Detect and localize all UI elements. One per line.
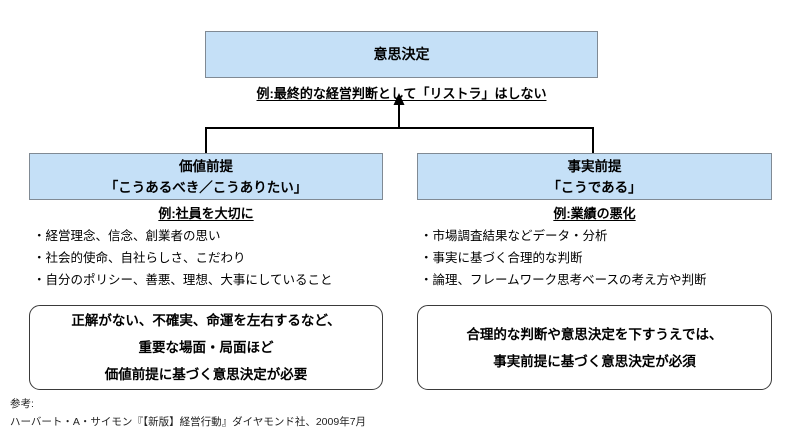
value-premise-summary-box: 正解がない、不確実、命運を左右するなど、 重要な場面・局面ほど 価値前提に基づく… — [29, 305, 383, 390]
bullet-item: ・市場調査結果などデータ・分析 — [420, 229, 608, 243]
value-premise-box: 価値前提 「こうあるべき／こうありたい」 — [29, 153, 383, 200]
summary-line: 重要な場面・局面ほど — [138, 340, 274, 355]
reference-citation: ハーバート・A・サイモン『【新版】経営行動』ダイヤモンド社、2009年7月 — [10, 416, 367, 428]
reference-label: 参考: — [10, 398, 34, 410]
summary-line: 正解がない、不確実、命運を左右するなど、 — [71, 313, 341, 328]
summary-line: 合理的な判断や意思決定を下すうえでは、 — [466, 326, 723, 342]
bullet-item: ・経営理念、信念、創業者の思い — [33, 229, 221, 243]
fact-premise-subtitle: 「こうである」 — [547, 179, 642, 195]
fact-premise-bullets: ・市場調査結果などデータ・分析 ・事実に基づく合理的な判断 ・論理、フレームワー… — [420, 225, 707, 291]
summary-line: 価値前提に基づく意思決定が必要 — [104, 367, 308, 382]
bullet-item: ・事実に基づく合理的な判断 — [420, 251, 583, 265]
fact-premise-box: 事実前提 「こうである」 — [417, 153, 772, 200]
value-premise-title: 価値前提 — [179, 158, 233, 174]
decision-example: 例:最終的な経営判断として「リストラ」はしない — [256, 86, 547, 101]
summary-line: 事実前提に基づく意思決定が必須 — [493, 353, 696, 369]
fact-premise-example: 例:業績の悪化 — [553, 206, 636, 221]
value-premise-bullets: ・経営理念、信念、創業者の思い ・社会的使命、自社らしさ、こだわり ・自分のポリ… — [33, 225, 333, 291]
bullet-item: ・自分のポリシー、善悪、理想、大事にしていること — [33, 273, 333, 287]
fact-premise-title: 事実前提 — [567, 158, 622, 174]
decision-box-label: 意思決定 — [373, 46, 430, 62]
fact-premise-summary-box: 合理的な判断や意思決定を下すうえでは、 事実前提に基づく意思決定が必須 — [417, 305, 772, 390]
reference-note: 参考: ハーバート・A・サイモン『【新版】経営行動』ダイヤモンド社、2009年7… — [10, 395, 366, 431]
value-premise-example: 例:社員を大切に — [158, 206, 254, 221]
value-premise-subtitle: 「こうあるべき／こうありたい」 — [104, 179, 308, 195]
bullet-item: ・社会的使命、自社らしさ、こだわり — [33, 251, 246, 265]
branch-line — [205, 127, 594, 153]
decision-box: 意思決定 — [205, 31, 598, 78]
bullet-item: ・論理、フレームワーク思考ベースの考え方や判断 — [420, 273, 707, 287]
